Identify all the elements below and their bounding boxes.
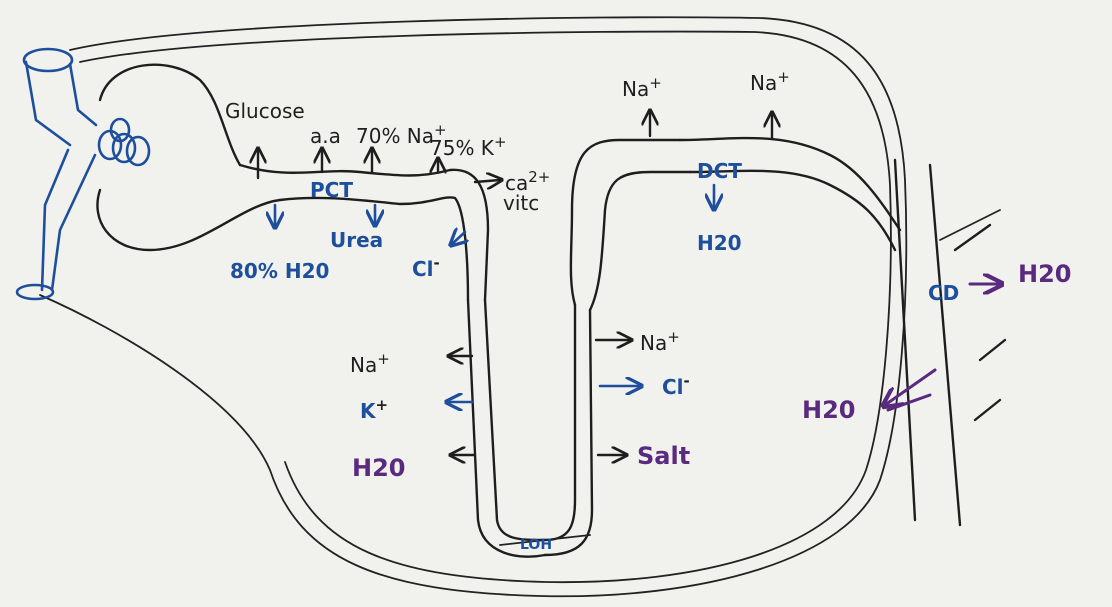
label-vitc: vitc [503,191,539,215]
label-glucose: Glucose [225,99,305,123]
label-cl-pct: Cl- [412,254,440,281]
label-na-desc: Na+ [350,350,390,377]
bowmans-capsule [17,49,149,299]
label-cd: CD [928,281,959,305]
label-na-dct2: Na+ [750,68,790,95]
label-h2o-desc: H20 [352,454,405,482]
collecting-duct [895,160,1005,525]
label-cl-asc: Cl- [662,372,690,399]
label-na-asc: Na+ [640,328,680,355]
label-pct: PCT [310,178,353,202]
ca-arrow [475,180,500,182]
label-na-dct1: Na+ [622,74,662,101]
cl-pct-arrow [452,232,465,244]
outer-boundary-line [40,17,906,596]
label-h2o-cd-out: H20 [1018,260,1071,288]
label-dct: DCT [697,159,742,183]
h2o-cd-in-arrow [885,370,935,405]
label-h2o-dct: H20 [697,231,742,255]
label-h2o-cd-in: H20 [802,396,855,424]
label-k75: 75% K+ [430,133,507,160]
label-loh: LOH [520,537,552,553]
label-water80: 80% H20 [230,259,329,283]
label-urea: Urea [330,228,383,252]
label-aa: a.a [310,124,341,148]
label-k-desc: K+ [360,396,388,423]
label-salt-asc: Salt [637,442,690,470]
